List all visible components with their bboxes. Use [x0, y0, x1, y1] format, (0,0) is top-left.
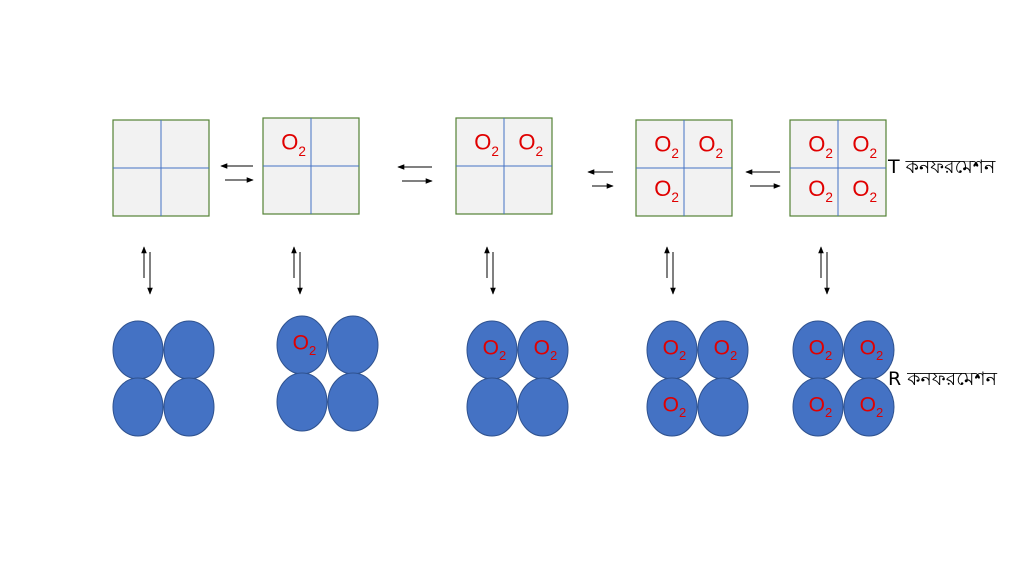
horizontal-equilibrium-arrows-2	[397, 164, 433, 184]
subunit-top-right	[163, 320, 215, 380]
o2-label: O2	[483, 336, 507, 363]
r-state-tetramer	[112, 320, 215, 437]
o2-label: O2	[663, 336, 687, 363]
o2-label: O2	[663, 393, 687, 420]
subunit-bottom-left	[466, 377, 518, 437]
horizontal-equilibrium-arrows-3	[587, 169, 614, 189]
o2-label: O2	[474, 130, 499, 159]
subunit-bottom-left	[792, 377, 844, 437]
t-state-tetramer: O2 O2	[455, 117, 553, 215]
subunit-bottom-right	[697, 377, 749, 437]
subunit-bottom-left	[276, 372, 328, 432]
o2-label: O2	[809, 336, 833, 363]
horizontal-equilibrium-arrows-4	[745, 169, 781, 189]
subunit-bottom-right	[517, 377, 569, 437]
o2-label: O2	[714, 336, 738, 363]
subunit-top-left	[112, 320, 164, 380]
o2-label: O2	[860, 393, 884, 420]
r-state-tetramer: O2 O2	[466, 320, 569, 437]
t-state-tetramer	[112, 119, 210, 217]
o2-label: O2	[654, 176, 679, 205]
r-state-tetramer: O2	[276, 315, 379, 432]
o2-label: O2	[808, 132, 833, 161]
subunit-bottom-right	[327, 372, 379, 432]
o2-label: O2	[293, 331, 317, 358]
r-conformation-label: R কনফরমেশন	[888, 368, 997, 390]
o2-label: O2	[860, 336, 884, 363]
o2-label: O2	[808, 176, 833, 205]
o2-label: O2	[281, 130, 306, 159]
o2-label: O2	[518, 130, 543, 159]
subunit-bottom-right	[163, 377, 215, 437]
o2-label: O2	[698, 132, 723, 161]
t-conformation-label: T কনফরমেশন	[888, 156, 996, 178]
t-state-tetramer: O2	[262, 117, 360, 215]
subunit-bottom-left	[646, 377, 698, 437]
o2-label: O2	[534, 336, 558, 363]
stage-1	[112, 119, 215, 437]
subunit-bottom-left	[112, 377, 164, 437]
o2-label: O2	[852, 176, 877, 205]
subunit-top-right	[327, 315, 379, 375]
o2-label: O2	[852, 132, 877, 161]
o2-label: O2	[654, 132, 679, 161]
horizontal-equilibrium-arrows-1	[220, 163, 254, 183]
subunit-bottom-right	[843, 377, 895, 437]
o2-label: O2	[809, 393, 833, 420]
